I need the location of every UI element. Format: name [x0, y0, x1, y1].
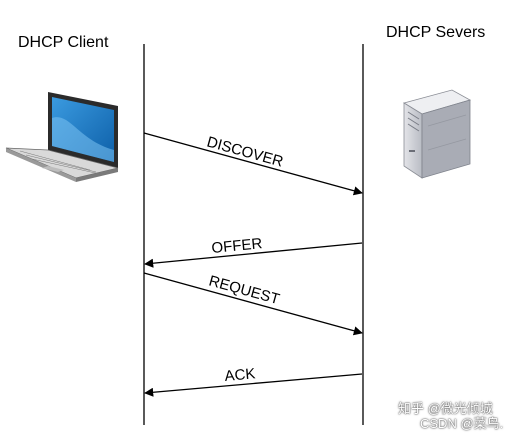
server-title: DHCP Severs	[386, 24, 486, 41]
request-arrow	[143, 272, 363, 336]
laptop-icon	[5, 92, 119, 182]
discover-arrow	[143, 132, 363, 196]
watermark-csdn: CSDN @菜鸟.	[420, 416, 504, 431]
message-ack: ACK	[144, 365, 363, 397]
message-offer: OFFER	[144, 235, 363, 268]
client-title: DHCP Client	[18, 34, 109, 51]
message-discover: DISCOVER	[143, 132, 363, 196]
offer-label: OFFER	[211, 235, 263, 257]
discover-label: DISCOVER	[205, 133, 285, 170]
ack-label: ACK	[224, 365, 256, 385]
ack-arrow	[144, 373, 363, 397]
offer-arrow	[144, 242, 363, 268]
server-icon	[402, 89, 472, 179]
watermark-zhihu: 知乎 @微光倾城	[398, 401, 493, 416]
request-label: REQUEST	[207, 272, 281, 308]
message-request: REQUEST	[143, 272, 363, 336]
